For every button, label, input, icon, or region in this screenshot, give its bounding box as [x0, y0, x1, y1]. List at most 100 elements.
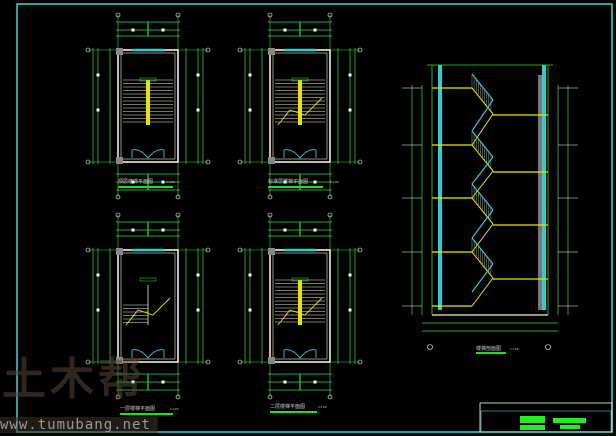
stair-flight	[471, 113, 494, 146]
axis-bubble	[327, 212, 333, 218]
column	[268, 248, 275, 255]
plan-title-1: 标准层楼梯平面图 1:100	[268, 178, 339, 188]
dimension-text	[161, 180, 165, 184]
axis-bubble	[327, 394, 333, 400]
svg-text:一层楼梯平面图: 一层楼梯平面图	[120, 405, 155, 412]
stair-flight	[471, 277, 494, 307]
axis-bubble	[357, 359, 363, 365]
stair-flight	[471, 223, 494, 253]
door-swing	[283, 349, 317, 359]
stair-plan-2	[85, 212, 211, 400]
column	[116, 48, 123, 55]
dimension-text	[248, 108, 252, 112]
up-arrow-mark	[139, 77, 157, 82]
svg-text:1:100: 1:100	[166, 180, 175, 184]
axis-bubble	[175, 212, 181, 218]
stair-wall-inner	[272, 52, 328, 160]
axis-bubble	[115, 194, 121, 200]
svg-text:二层楼梯平面图: 二层楼梯平面图	[270, 403, 305, 410]
dimension-text	[248, 273, 252, 277]
title-block	[479, 402, 613, 433]
dimension-text	[196, 308, 200, 312]
dimension-text	[248, 73, 252, 77]
axis-bubble	[237, 359, 243, 365]
axis-bubble	[545, 344, 551, 350]
dimension-text	[248, 308, 252, 312]
plan-views	[85, 12, 363, 400]
door-swing	[131, 349, 165, 359]
axis-bubble	[237, 159, 243, 165]
dimension-text	[283, 180, 287, 184]
axis-bubble	[205, 159, 211, 165]
wall-hatch	[538, 75, 542, 310]
dimension-text	[313, 180, 317, 184]
dimension-text	[196, 273, 200, 277]
dimension-text	[96, 308, 100, 312]
svg-text:顶层楼梯平面图: 顶层楼梯平面图	[118, 178, 153, 185]
dimension-text	[348, 73, 352, 77]
axis-bubble	[427, 344, 433, 350]
svg-text:标准层楼梯平面图: 标准层楼梯平面图	[268, 178, 308, 185]
stair-wall-inner	[272, 252, 328, 360]
dimension-text	[196, 73, 200, 77]
stair-handrail	[298, 80, 302, 125]
dimension-text	[131, 380, 135, 384]
axis-bubble	[327, 194, 333, 200]
stair-plan-1	[237, 12, 363, 200]
axis-bubble	[327, 12, 333, 18]
dimension-text	[96, 273, 100, 277]
axis-bubble	[267, 212, 273, 218]
svg-text:楼梯剖面图: 楼梯剖面图	[476, 345, 501, 352]
watermark-logo: 土木帮	[2, 354, 146, 405]
dimension-text	[283, 380, 287, 384]
dimension-text	[161, 380, 165, 384]
axis-bubble	[85, 247, 91, 253]
dimension-text	[96, 73, 100, 77]
axis-bubble	[205, 247, 211, 253]
break-line	[277, 97, 323, 126]
plan-title-0: 顶层楼梯平面图 1:100	[118, 178, 175, 188]
drawing-frame	[16, 3, 613, 433]
dimension-text	[283, 28, 287, 32]
break-line	[277, 297, 323, 326]
dimension-text	[131, 228, 135, 232]
axis-bubble	[115, 394, 121, 400]
column	[116, 248, 123, 255]
handrail	[471, 99, 494, 132]
axis-bubble	[357, 247, 363, 253]
dimension-text	[196, 108, 200, 112]
dimension-text	[313, 28, 317, 32]
axis-bubble	[237, 47, 243, 53]
column	[268, 357, 275, 364]
axis-bubble	[357, 159, 363, 165]
stair-plan-3	[237, 212, 363, 400]
axis-bubble	[175, 194, 181, 200]
stair-handrail	[298, 280, 302, 325]
handrail	[471, 263, 494, 293]
dimension-text	[161, 228, 165, 232]
handrail	[471, 156, 494, 185]
window-strip	[542, 65, 546, 310]
axis-bubble	[85, 359, 91, 365]
axis-bubble	[175, 394, 181, 400]
axis-bubble	[115, 212, 121, 218]
plan-title-3: 二层楼梯平面图 1:100	[270, 403, 327, 413]
axis-bubble	[205, 359, 211, 365]
dimension-text	[313, 380, 317, 384]
axis-bubble	[115, 12, 121, 18]
axis-bubble	[205, 47, 211, 53]
dimension-text	[131, 180, 135, 184]
svg-text:1:100: 1:100	[330, 180, 339, 184]
handrail	[471, 209, 494, 239]
axis-bubble	[85, 47, 91, 53]
dimension-text	[131, 28, 135, 32]
up-arrow-mark	[291, 77, 309, 82]
break-line	[125, 297, 171, 326]
up-arrow-mark	[139, 277, 157, 282]
svg-text:1:100: 1:100	[318, 405, 327, 409]
axis-bubble	[85, 159, 91, 165]
dimension-text	[283, 228, 287, 232]
